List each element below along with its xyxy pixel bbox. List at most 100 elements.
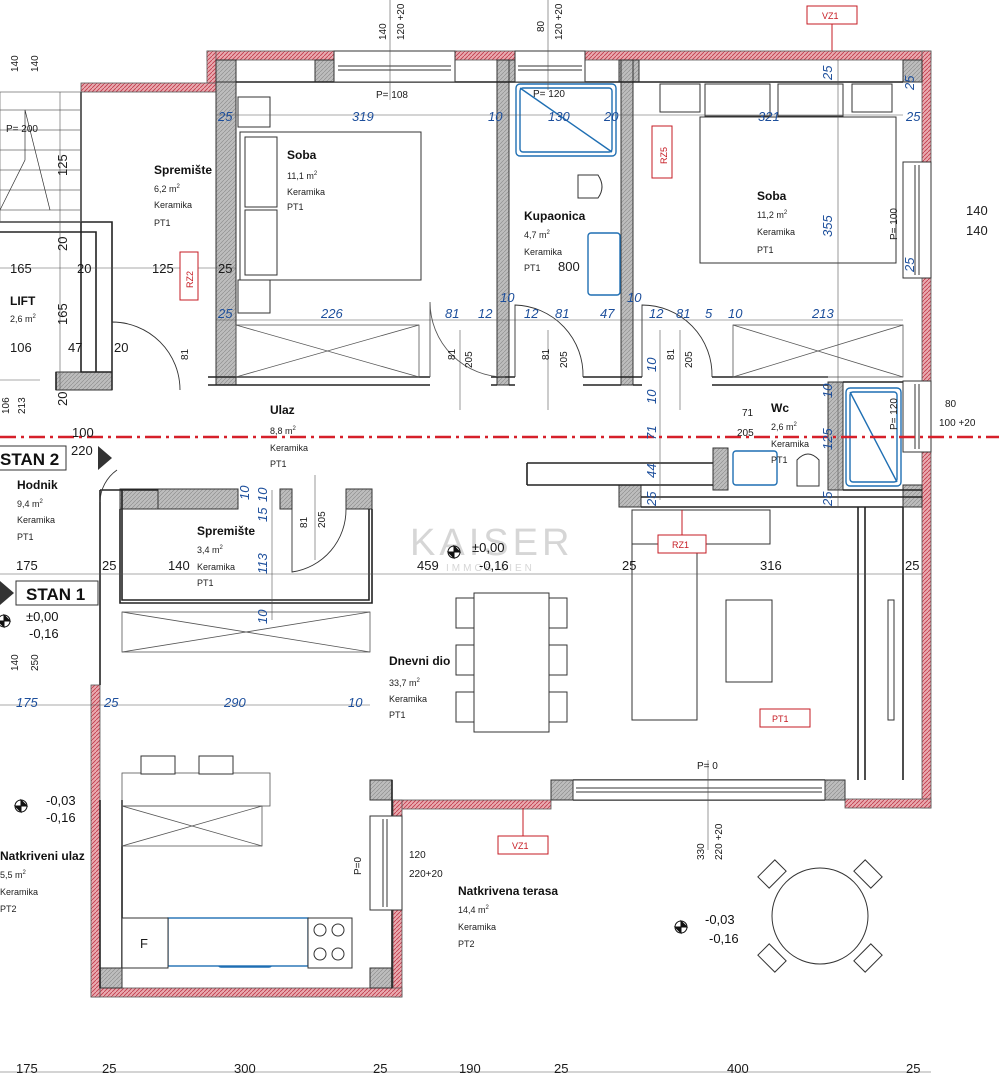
svg-text:300: 300 [234,1061,256,1076]
svg-text:Keramika: Keramika [287,187,325,197]
svg-text:Ulaz: Ulaz [270,403,295,417]
svg-text:330: 330 [696,843,707,860]
tag-labels: VZ1 RZ5 RZ2 RZ1 PT1 VZ1 [185,11,839,851]
svg-text:113: 113 [255,553,270,574]
svg-text:Dnevni dio: Dnevni dio [389,654,450,668]
svg-text:20: 20 [603,109,619,124]
svg-text:3,4 m2: 3,4 m2 [197,545,224,555]
wardrobes [121,324,904,847]
svg-text:220 +20: 220 +20 [714,823,725,860]
svg-text:Hodnik: Hodnik [17,478,58,492]
svg-text:80: 80 [945,399,957,410]
svg-text:81: 81 [676,306,690,321]
stan-2-badge: STAN 2 [0,445,112,471]
svg-text:125: 125 [55,154,70,176]
svg-text:15: 15 [255,507,270,522]
svg-text:PT1: PT1 [524,263,541,273]
svg-text:10: 10 [644,357,659,372]
svg-text:319: 319 [352,109,374,124]
svg-text:PT1: PT1 [17,532,34,542]
bathroom-fixtures [167,83,902,968]
windows [333,50,932,911]
svg-text:-0,16: -0,16 [479,558,509,573]
svg-text:25: 25 [622,558,636,573]
svg-text:RZ1: RZ1 [672,540,689,550]
svg-text:33,7 m2: 33,7 m2 [389,678,421,688]
svg-text:100: 100 [72,425,94,440]
tags [179,5,858,855]
svg-text:Keramika: Keramika [197,562,235,572]
svg-text:P= 0: P= 0 [697,761,718,772]
svg-text:25: 25 [102,558,116,573]
svg-text:8,8 m2: 8,8 m2 [270,426,297,436]
svg-text:Kupaonica: Kupaonica [524,209,586,223]
svg-text:10: 10 [644,389,659,404]
dimension-lines [0,0,931,1073]
watermark-logo: KAISER [410,522,573,564]
svg-text:PT1: PT1 [270,459,287,469]
svg-text:25: 25 [373,1061,387,1076]
svg-text:175: 175 [16,1061,38,1076]
svg-text:71: 71 [742,408,754,419]
svg-text:14,4 m2: 14,4 m2 [458,905,490,915]
svg-text:71: 71 [644,426,659,440]
svg-text:PT1: PT1 [197,578,214,588]
staircase [0,91,82,223]
svg-text:VZ1: VZ1 [822,11,839,21]
svg-text:PT2: PT2 [458,939,475,949]
svg-text:106: 106 [1,397,12,414]
svg-text:PT1: PT1 [757,245,774,255]
svg-text:10: 10 [627,290,642,305]
stan-2-label: STAN 2 [0,450,59,469]
svg-text:Soba: Soba [287,148,317,162]
room-labels: Soba 11,1 m2 Keramika PT1 Soba 11,2 m2 K… [0,148,809,951]
svg-text:4,7 m2: 4,7 m2 [524,230,551,240]
svg-text:20: 20 [114,340,128,355]
svg-text:PT1: PT1 [154,218,171,228]
svg-text:165: 165 [10,261,32,276]
svg-text:2,6 m2: 2,6 m2 [771,422,798,432]
svg-text:140: 140 [30,55,41,72]
svg-text:RZ2: RZ2 [185,271,195,288]
svg-text:Natkrivena terasa: Natkrivena terasa [458,884,558,898]
svg-text:140: 140 [966,223,988,238]
svg-text:-0,16: -0,16 [709,931,739,946]
svg-text:VZ1: VZ1 [512,841,529,851]
svg-text:-0,16: -0,16 [29,626,59,641]
svg-text:25: 25 [906,1061,920,1076]
svg-text:81: 81 [666,348,677,360]
svg-text:205: 205 [464,351,475,368]
svg-text:81: 81 [299,516,310,528]
svg-text:47: 47 [68,340,82,355]
svg-text:213: 213 [17,397,28,414]
beds [237,83,897,314]
svg-text:81: 81 [180,348,191,360]
toilets [577,174,820,487]
stan-1-badge: STAN 1 [0,580,99,606]
watermark-sub: IMMOBILIEN [446,563,535,574]
svg-text:Keramika: Keramika [524,247,562,257]
svg-text:205: 205 [684,351,695,368]
svg-text:9,4 m2: 9,4 m2 [17,499,44,509]
svg-text:10: 10 [255,609,270,624]
svg-text:100 +20: 100 +20 [939,418,976,429]
dimension-labels-vertical: 140 120 +20 80 120 +20 140 140 125 20 16… [1,3,917,875]
svg-text:P= 120: P= 120 [889,398,900,430]
svg-text:120: 120 [409,850,426,861]
svg-text:25: 25 [644,491,659,507]
svg-text:Keramika: Keramika [0,887,38,897]
level-labels: ±0,00 -0,16 ±0,00 -0,16 -0,03 -0,16 -0,0… [26,540,739,946]
svg-text:Keramika: Keramika [270,443,308,453]
svg-text:220: 220 [71,443,93,458]
svg-text:321: 321 [758,109,780,124]
svg-text:81: 81 [541,348,552,360]
svg-text:213: 213 [811,306,834,321]
svg-text:Spremište: Spremište [154,163,212,177]
svg-text:Natkriveni ulaz: Natkriveni ulaz [0,849,85,863]
svg-text:125: 125 [820,428,835,450]
stan-1-label: STAN 1 [26,585,85,604]
svg-text:10: 10 [500,290,515,305]
svg-text:Keramika: Keramika [17,515,55,525]
svg-text:25: 25 [554,1061,568,1076]
svg-text:10: 10 [728,306,743,321]
